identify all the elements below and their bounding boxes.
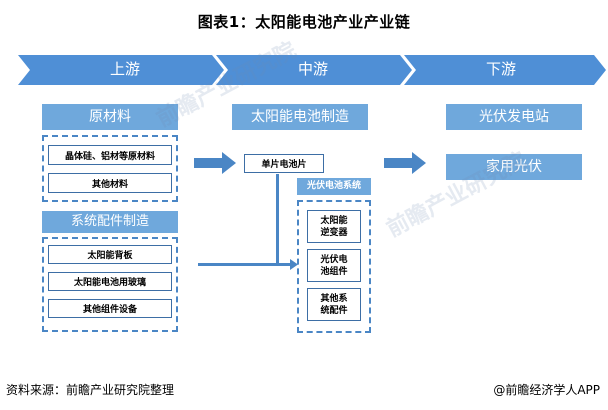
arrow-to-downstream [384, 152, 426, 174]
chevron-midstream [216, 55, 412, 85]
stage-midstream-label: 中游 [297, 60, 328, 78]
parts-item-glass: 太阳能电池用玻璃 [48, 272, 172, 291]
parts-item-other-equipment: 其他组件设备 [48, 299, 172, 318]
system-item-module: 光伏电 池组件 [307, 249, 361, 282]
page-title: 图表1：太阳能电池产业产业链 [197, 13, 411, 31]
stage-upstream-label: 上游 [109, 60, 140, 78]
line-cell-down [276, 174, 279, 266]
household-pv-box: 家用光伏 [446, 154, 582, 180]
arrow-raw-to-cell [194, 152, 236, 174]
stage-downstream-label: 下游 [485, 60, 516, 78]
raw-materials-header: 原材料 [42, 104, 178, 130]
brand-credit: @前瞻经济学人APP [493, 383, 600, 397]
raw-item-other: 其他材料 [48, 173, 172, 193]
raw-item-silicon: 晶体硅、铝材等原材料 [48, 145, 172, 165]
source-note: 资料来源：前瞻产业研究院整理 [6, 383, 175, 397]
system-item-other-parts: 其他系 统配件 [307, 288, 361, 321]
cell-manufacturing-header: 太阳能电池制造 [232, 104, 368, 130]
line-parts-right [198, 263, 278, 266]
chevron-upstream [18, 55, 224, 85]
raw-materials-box [42, 135, 178, 202]
system-parts-box [42, 237, 178, 332]
power-station-header: 光伏发电站 [446, 104, 582, 130]
stage-chevron-banner [18, 55, 606, 85]
parts-item-backsheet: 太阳能背板 [48, 245, 172, 264]
system-parts-header: 系统配件制造 [42, 211, 178, 233]
pv-system-box [297, 200, 371, 333]
single-cell-item: 单片电池片 [244, 154, 324, 173]
chevron-downstream [404, 55, 606, 85]
system-item-inverter: 太阳能 逆变器 [307, 210, 361, 243]
pv-system-header: 光伏电池系统 [297, 178, 371, 195]
arrow-to-system [278, 259, 298, 270]
